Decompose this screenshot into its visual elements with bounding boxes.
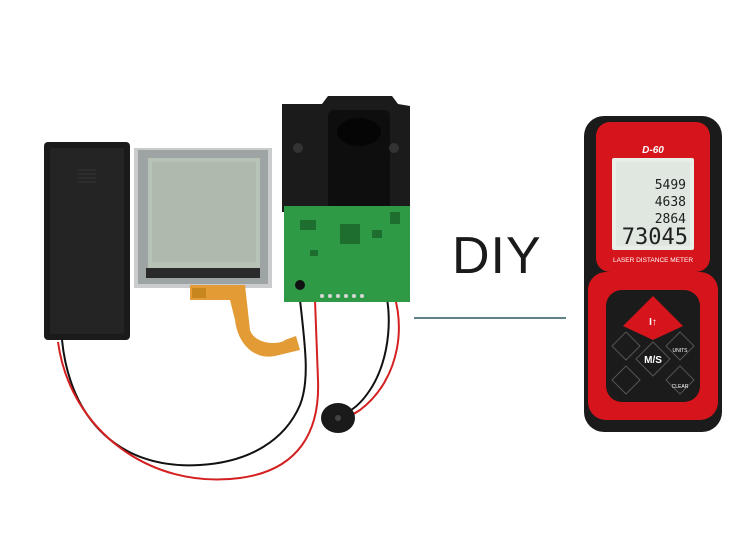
measure-key[interactable]	[623, 296, 683, 340]
clear-key-label: CLEAR	[672, 384, 689, 390]
battery-holder	[44, 142, 130, 340]
units-key[interactable]	[665, 331, 695, 361]
lcd-reading-1: 5499	[655, 178, 686, 193]
buzzer	[321, 403, 355, 433]
flex-ribbon	[190, 285, 300, 357]
lcd-main-reading: 73045	[622, 225, 688, 250]
device-brand: D-60	[642, 145, 664, 156]
lcd-module	[134, 148, 272, 288]
measure-key-label: I↑	[649, 317, 657, 328]
mode-key-label: M/S	[644, 355, 662, 366]
clear-key[interactable]	[665, 365, 695, 395]
units-key-label: UNITS	[673, 348, 689, 354]
device-subtitle: LASER DISTANCE METER	[613, 257, 693, 264]
laser-distance-meter: D-60 LASER DISTANCE METER 5499 4638 2864…	[584, 116, 722, 432]
laser-module	[282, 96, 410, 302]
keypad: I↑ UNITS M/S CLEAR	[611, 296, 695, 395]
settings-key[interactable]	[611, 365, 641, 395]
headline: DIY	[452, 227, 542, 285]
lcd-reading-2: 4638	[655, 195, 686, 210]
lcd-reading-3: 2864	[655, 212, 686, 227]
mode-key[interactable]	[635, 341, 671, 377]
area-key[interactable]	[611, 331, 641, 361]
